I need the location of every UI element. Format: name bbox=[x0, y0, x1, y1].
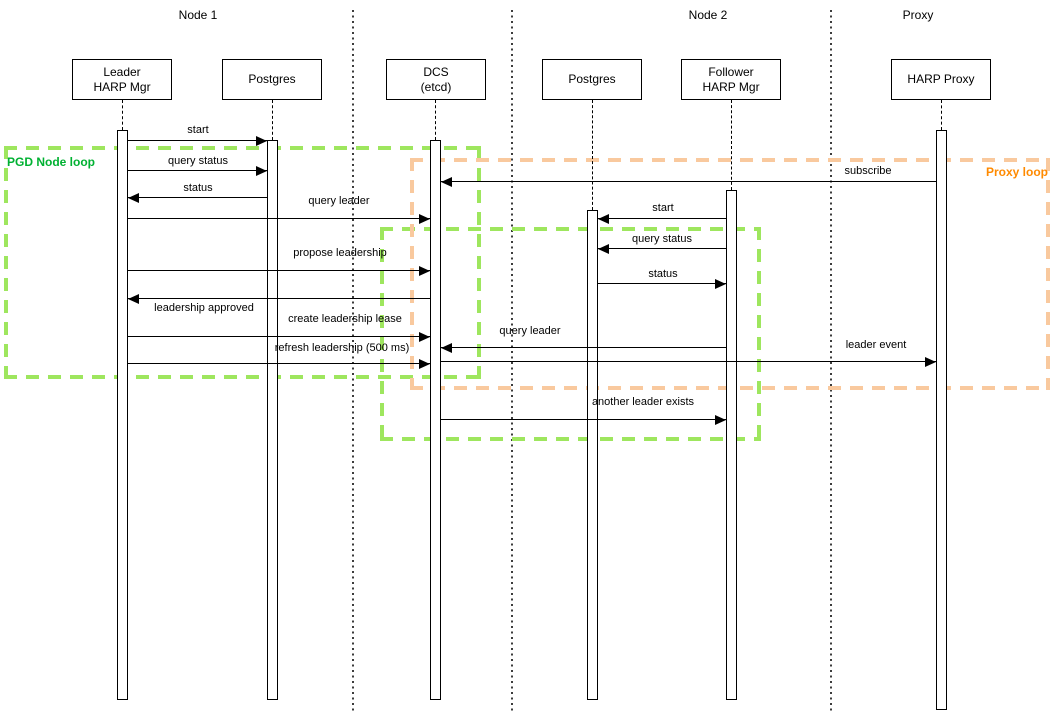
message-label: query leader bbox=[499, 325, 561, 337]
loop-frame-edge bbox=[4, 375, 481, 379]
lifeline-leader-harp-mgr bbox=[122, 100, 123, 130]
actor-label-leader-harp-mgr: Leader HARP Mgr bbox=[93, 64, 151, 94]
lifeline-follower-harp-mgr bbox=[731, 100, 732, 190]
message-line bbox=[128, 336, 430, 337]
message-label: query leader bbox=[308, 195, 370, 207]
loop-frame-edge bbox=[4, 146, 481, 150]
activation-bar-follower-harp-mgr bbox=[726, 190, 737, 700]
message-line bbox=[441, 181, 936, 182]
message-line bbox=[441, 419, 726, 420]
message-line bbox=[128, 140, 267, 141]
activation-bar-postgres-node1 bbox=[267, 140, 278, 700]
message-line bbox=[128, 270, 430, 271]
loop-frame-edge bbox=[410, 158, 1050, 162]
arrowhead-icon bbox=[715, 415, 726, 425]
loop-frame-edge bbox=[757, 227, 761, 441]
loop-frame-edge bbox=[1046, 158, 1050, 390]
lifeline-postgres-node2 bbox=[592, 100, 593, 210]
actor-box-leader-harp-mgr: Leader HARP Mgr bbox=[72, 59, 172, 100]
actor-box-postgres-node1: Postgres bbox=[222, 59, 322, 100]
arrowhead-icon bbox=[715, 279, 726, 289]
activation-bar-dcs-etcd bbox=[430, 140, 441, 700]
message-line bbox=[598, 283, 726, 284]
lane-label-node-1: Node 1 bbox=[178, 8, 218, 22]
activation-bar-postgres-node2 bbox=[587, 210, 598, 700]
actor-box-postgres-node2: Postgres bbox=[542, 59, 642, 100]
message-label: query status bbox=[632, 233, 692, 245]
message-label: another leader exists bbox=[591, 396, 695, 408]
message-line bbox=[128, 298, 430, 299]
message-line bbox=[128, 170, 267, 171]
lifeline-postgres-node1 bbox=[272, 100, 273, 140]
message-label: start bbox=[187, 124, 209, 136]
message-label: query status bbox=[168, 155, 228, 167]
actor-label-postgres-node2: Postgres bbox=[568, 72, 616, 86]
message-line bbox=[598, 218, 726, 219]
arrowhead-icon bbox=[419, 332, 430, 342]
loop-frame-edge bbox=[380, 227, 761, 231]
arrowhead-icon bbox=[419, 214, 430, 224]
actor-box-harp-proxy: HARP Proxy bbox=[891, 59, 991, 100]
lane-label-proxy: Proxy bbox=[902, 8, 934, 22]
message-label: start bbox=[652, 202, 674, 214]
loop-label-pgd-node-loop: PGD Node loop bbox=[7, 155, 95, 169]
lifeline-dcs-etcd bbox=[435, 100, 436, 140]
loop-frame-pgd-node-loop bbox=[4, 146, 481, 379]
message-label: refresh leadership (500 ms) bbox=[274, 342, 410, 354]
lane-label-node-2: Node 2 bbox=[688, 8, 728, 22]
message-line bbox=[441, 347, 726, 348]
lane-separator bbox=[352, 10, 354, 713]
loop-frame-edge bbox=[477, 146, 481, 379]
loop-frame-edge bbox=[380, 227, 384, 441]
arrowhead-icon bbox=[256, 166, 267, 176]
loop-frame-edge bbox=[4, 146, 8, 379]
actor-box-follower-harp-mgr: Follower HARP Mgr bbox=[681, 59, 781, 100]
message-label: status bbox=[648, 268, 678, 280]
lifeline-harp-proxy bbox=[941, 100, 942, 130]
arrowhead-icon bbox=[598, 214, 609, 224]
message-label: leadership approved bbox=[154, 302, 254, 314]
arrowhead-icon bbox=[419, 266, 430, 276]
message-label: status bbox=[183, 182, 213, 194]
actor-label-harp-proxy: HARP Proxy bbox=[907, 72, 975, 86]
message-label: subscribe bbox=[844, 165, 892, 177]
actor-box-dcs-etcd: DCS (etcd) bbox=[386, 59, 486, 100]
message-line bbox=[128, 197, 267, 198]
activation-bar-harp-proxy bbox=[936, 130, 947, 710]
message-label: create leadership lease bbox=[288, 313, 402, 325]
loop-frame-edge bbox=[410, 158, 414, 390]
message-line bbox=[128, 363, 430, 364]
message-line bbox=[128, 218, 430, 219]
actor-label-follower-harp-mgr: Follower HARP Mgr bbox=[702, 64, 760, 94]
loop-frame-edge bbox=[380, 437, 761, 441]
arrowhead-icon bbox=[441, 177, 452, 187]
message-line bbox=[441, 361, 936, 362]
actor-label-dcs-etcd: DCS (etcd) bbox=[420, 64, 452, 94]
loop-frame-inner-loop bbox=[380, 227, 761, 441]
arrowhead-icon bbox=[598, 244, 609, 254]
activation-bar-leader-harp-mgr bbox=[117, 130, 128, 700]
arrowhead-icon bbox=[256, 136, 267, 146]
message-label: leader event bbox=[845, 339, 907, 351]
arrowhead-icon bbox=[925, 357, 936, 367]
arrowhead-icon bbox=[128, 193, 139, 203]
arrowhead-icon bbox=[441, 343, 452, 353]
message-label: propose leadership bbox=[293, 247, 387, 259]
arrowhead-icon bbox=[128, 294, 139, 304]
actor-label-postgres-node1: Postgres bbox=[248, 72, 296, 86]
loop-label-proxy-loop: Proxy loop bbox=[985, 165, 1048, 179]
arrowhead-icon bbox=[419, 359, 430, 369]
message-line bbox=[598, 248, 726, 249]
